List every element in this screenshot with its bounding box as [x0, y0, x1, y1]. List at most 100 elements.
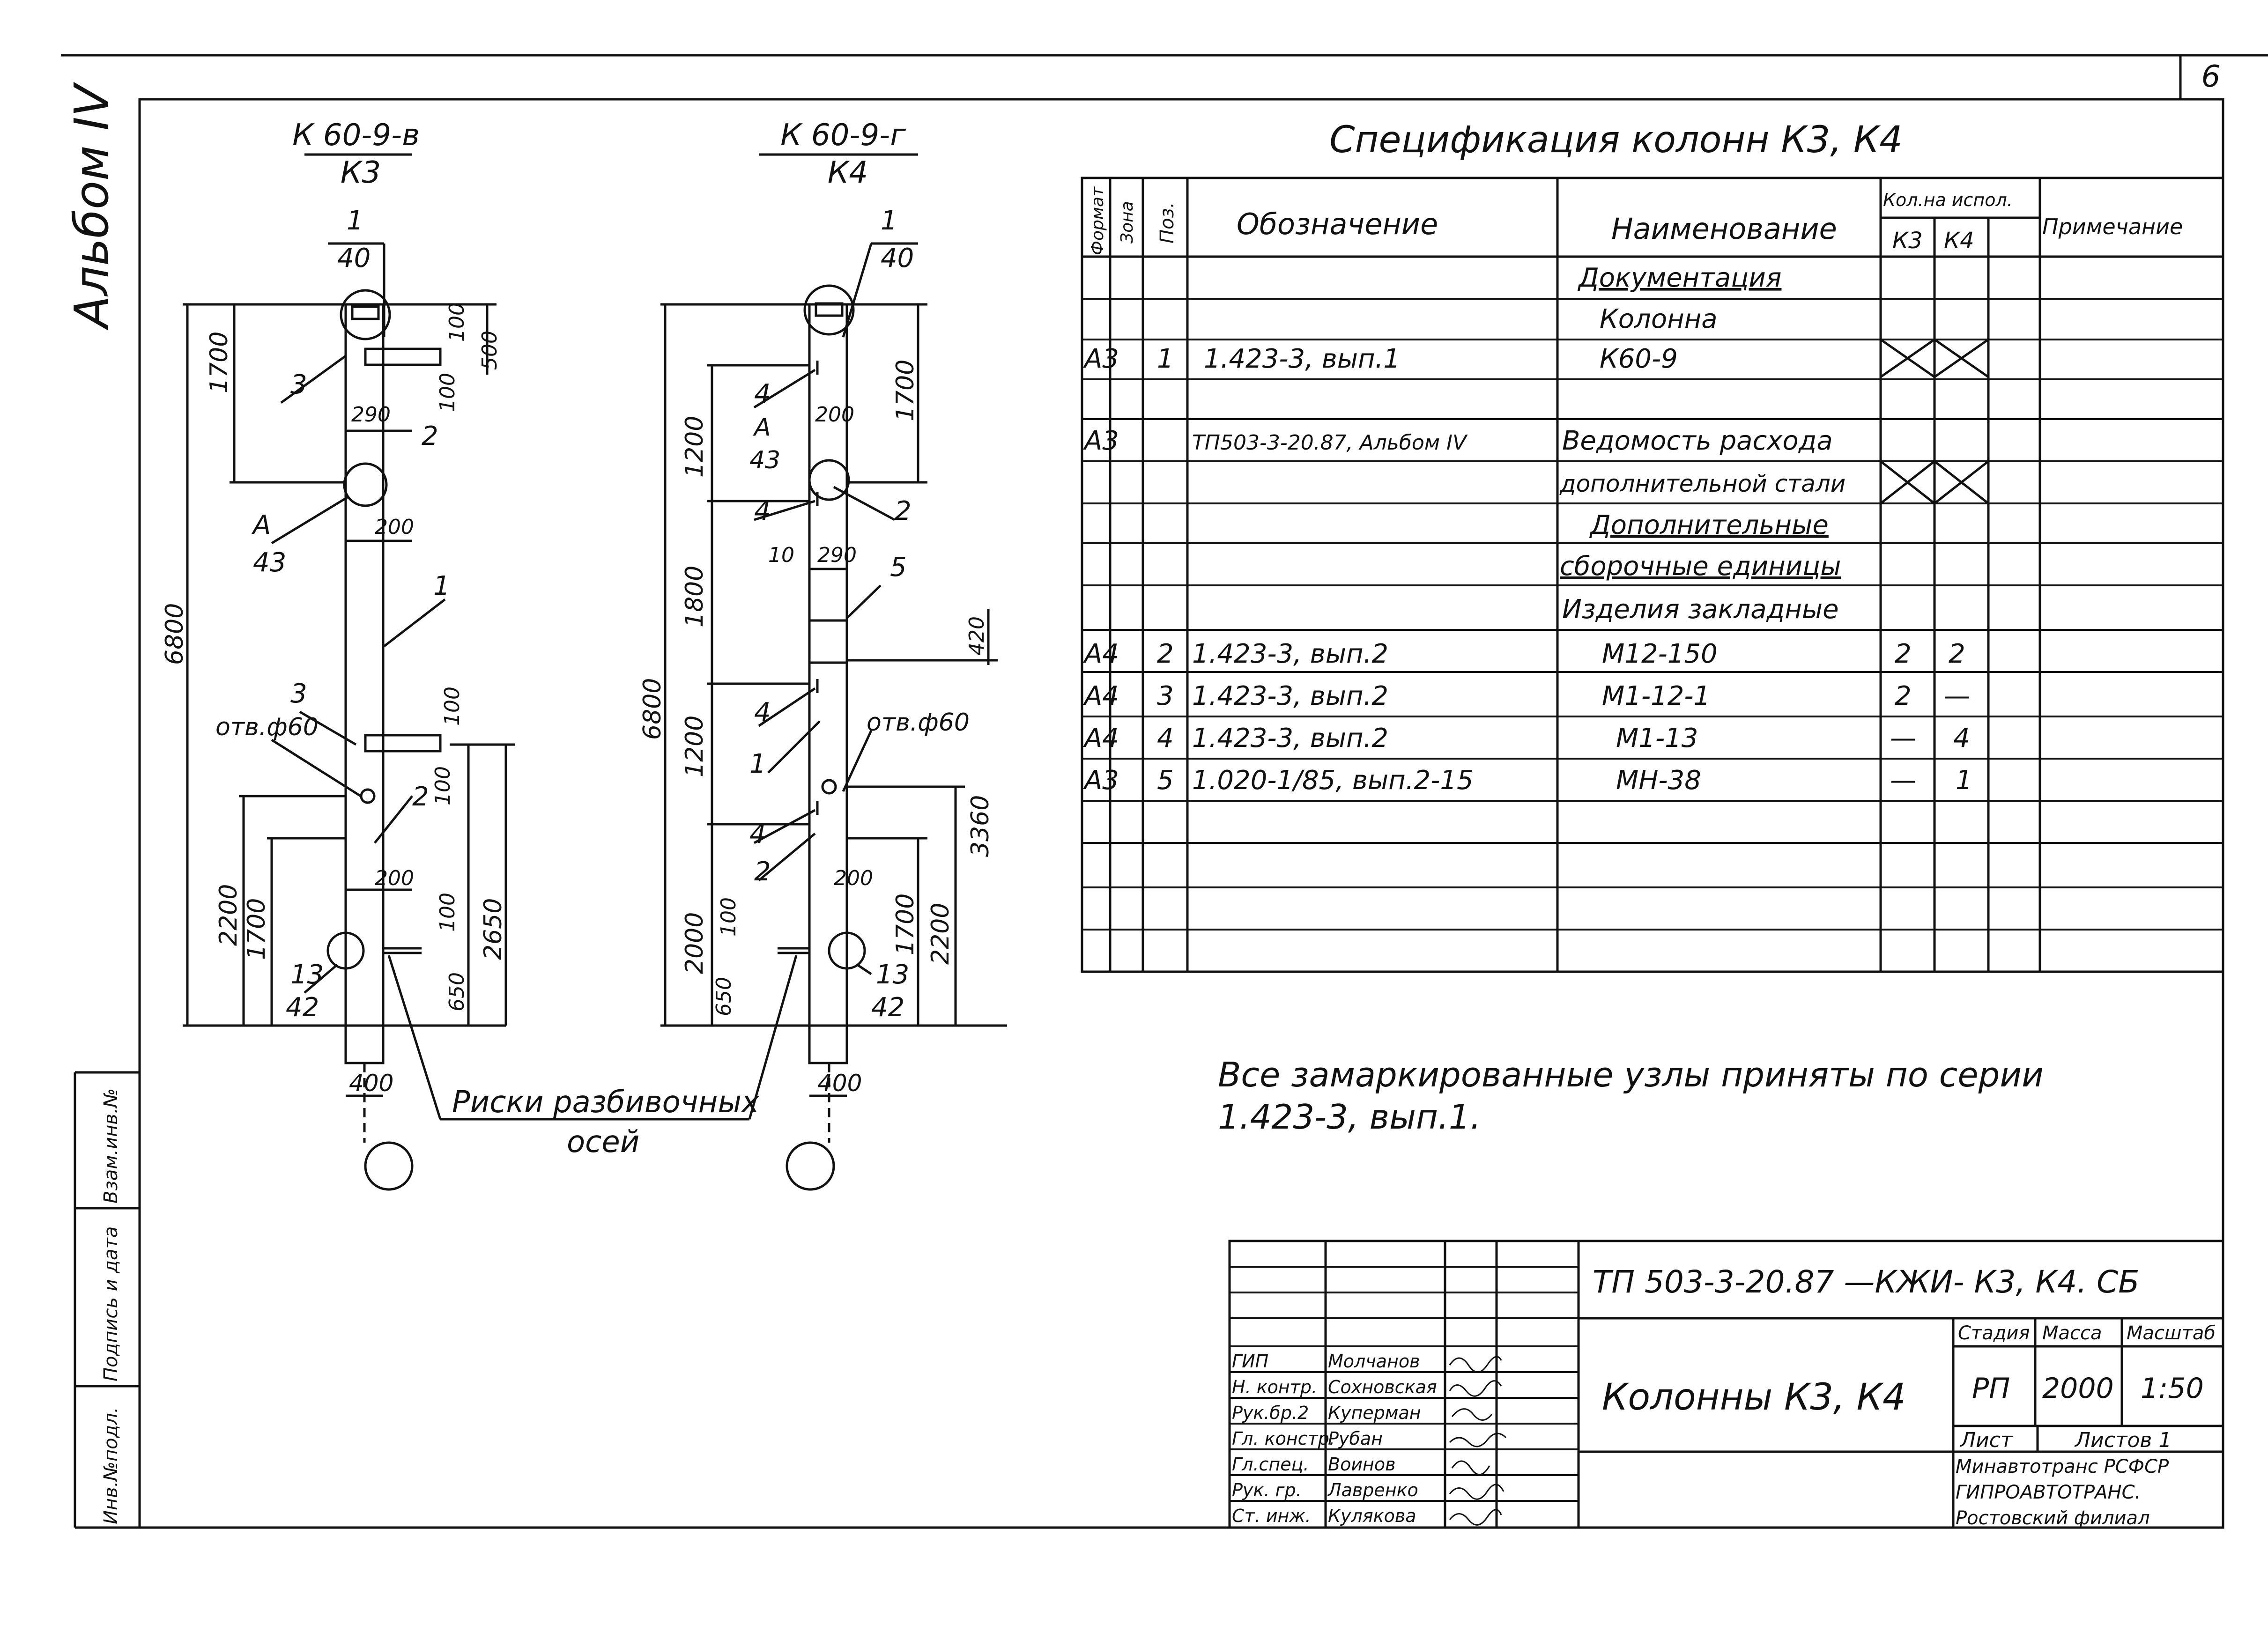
k4-callout-bottom-num: 13	[876, 960, 909, 990]
spec-row-2-pos: 1	[1157, 344, 1174, 374]
mass-value: 2000	[2042, 1372, 2114, 1405]
k4-dim-650: 650	[712, 977, 736, 1016]
spec-row-11-name: М1-13	[1616, 723, 1698, 753]
spec-row-12-k3: —	[1890, 765, 1916, 796]
spec-title: Спецификация колонн К3, К4	[1329, 119, 1903, 161]
spec-row-2-format: А3	[1083, 344, 1119, 374]
k3-dim-1700-bottom: 1700	[243, 898, 271, 960]
column-k3-drawing: К 60-9-в К3	[161, 118, 515, 1191]
title-block-staff-lines	[1230, 1266, 1579, 1502]
k3-hole-label: отв.ф60	[215, 713, 319, 741]
stamp-signature: Подпись и дата	[100, 1226, 122, 1381]
k4-inner-200-a: 200	[815, 403, 854, 427]
k3-dim-100-d: 100	[431, 766, 455, 805]
spec-row-10-k3: 2	[1895, 681, 1912, 711]
k4-callout-bottom-den: 42	[871, 992, 904, 1023]
spec-row-12-designation: 1.020-1/85, вып.2-15	[1192, 765, 1474, 796]
k3-callout-a-den: 43	[253, 547, 286, 578]
spec-row-10-format: А4	[1083, 681, 1119, 711]
column-k3-name: К3	[341, 155, 381, 190]
staff-name-2: Куперман	[1328, 1403, 1421, 1423]
k3-dim-500: 500	[478, 331, 502, 370]
k3-pos-3-top: 3	[290, 369, 307, 400]
sheet-label: Лист	[1959, 1428, 2013, 1452]
mass-label: Масса	[2042, 1322, 2102, 1344]
k4-inner-290: 290	[817, 543, 857, 567]
k4-dim-1700-top: 1700	[891, 360, 919, 421]
org-line-1: Минавтотранс РСФСР	[1956, 1456, 2169, 1477]
k3-inner-290: 290	[351, 403, 391, 427]
spec-row-7-name: сборочные единицы	[1560, 551, 1841, 582]
staff-role-0: ГИП	[1232, 1351, 1268, 1372]
k4-callout-top-den: 40	[881, 243, 914, 273]
staff-role-3: Гл. констр.	[1232, 1428, 1335, 1449]
spec-row-9-format: А4	[1083, 639, 1119, 669]
spec-row-2-name: К60-9	[1600, 344, 1678, 374]
k4-hole-label: отв.ф60	[867, 709, 970, 737]
axis-marks-label-1: Риски разбивочных	[452, 1085, 760, 1120]
drawing-name: Колонны К3, К4	[1602, 1376, 1906, 1418]
spec-row-10-k4: —	[1944, 681, 1970, 711]
k4-dim-1800: 1800	[681, 566, 709, 628]
k4-inner-10: 10	[768, 543, 794, 567]
axis-marks-label-2: осей	[567, 1125, 639, 1159]
spec-row-8-name: Изделия закладные	[1562, 594, 1839, 625]
title-block-staff: ГИП Молчанов Н. контр. Сохновская Рук.бр…	[1232, 1351, 1437, 1526]
k3-callout-top-num: 1	[347, 206, 363, 236]
k3-dim-1700-top: 1700	[205, 332, 233, 393]
spec-row-11-k4: 4	[1953, 723, 1970, 753]
k4-dim-1200-top: 1200	[681, 416, 709, 478]
k4-inner-200-b: 200	[834, 866, 873, 890]
spec-header-note: Примечание	[2042, 214, 2183, 239]
k4-width-label: 400	[817, 1070, 862, 1097]
staff-name-3: Рубан	[1328, 1428, 1383, 1449]
staff-name-6: Кулякова	[1328, 1506, 1416, 1526]
k4-pos-4-a: 4	[754, 379, 771, 409]
spec-row-9-k3: 2	[1895, 639, 1912, 669]
k3-pos-3-mid: 3	[290, 679, 307, 709]
staff-name-5: Лавренко	[1327, 1480, 1418, 1500]
k4-dim-6800: 6800	[638, 678, 667, 740]
spec-row-9-designation: 1.423-3, вып.2	[1192, 639, 1388, 669]
k4-pos-4-b: 4	[754, 496, 771, 526]
spec-row-9-pos: 2	[1157, 639, 1174, 669]
staff-role-2: Рук.бр.2	[1232, 1403, 1309, 1423]
k4-pos-4-d: 4	[749, 819, 766, 849]
spec-header-k4: К4	[1944, 228, 1974, 254]
staff-name-0: Молчанов	[1328, 1351, 1420, 1372]
k4-callout-a-num: А	[753, 414, 771, 442]
spec-header-name: Наименование	[1611, 212, 1837, 246]
k3-dim-2200: 2200	[215, 884, 243, 946]
k3-inner-200-b: 200	[375, 866, 414, 890]
k3-pos-2-top: 2	[422, 421, 438, 451]
spec-row-11-designation: 1.423-3, вып.2	[1192, 723, 1388, 753]
k4-callout-top-num: 1	[881, 206, 897, 236]
spec-row-4-format: А3	[1083, 426, 1119, 456]
k3-pos-1: 1	[433, 571, 450, 601]
title-block-grid	[1228, 1240, 2224, 1529]
spec-row-12-format: А3	[1083, 765, 1119, 796]
k4-pos-5: 5	[890, 552, 907, 583]
k3-pos-2-bottom: 2	[412, 782, 429, 812]
k3-callout-top-den: 40	[337, 243, 371, 273]
k4-dim-420: 420	[965, 616, 989, 656]
staff-role-4: Гл.спец.	[1232, 1454, 1309, 1475]
staff-role-6: Ст. инж.	[1232, 1506, 1311, 1526]
spec-row-11-k3: —	[1890, 723, 1916, 753]
signatures	[1449, 1356, 1507, 1526]
spec-header-qty: Кол.на испол.	[1883, 190, 2013, 210]
k3-dim-650: 650	[445, 972, 469, 1012]
spec-row-9-name: М12-150	[1602, 639, 1718, 669]
staff-name-1: Сохновская	[1328, 1377, 1437, 1397]
k3-width-label: 400	[349, 1070, 393, 1097]
spec-header-designation: Обозначение	[1237, 207, 1438, 241]
k4-pos-4-c: 4	[754, 697, 771, 728]
k4-pos-2-top: 2	[895, 496, 912, 526]
spec-row-1-name: Колонна	[1600, 304, 1718, 334]
album-label: Альбом IV	[64, 81, 119, 331]
spec-header-format: Формат	[1088, 186, 1107, 255]
staff-role-1: Н. контр.	[1232, 1377, 1317, 1397]
spec-row-9-k4: 2	[1949, 639, 1965, 669]
column-k4-drawing: К 60-9-г К4	[638, 118, 1007, 1191]
